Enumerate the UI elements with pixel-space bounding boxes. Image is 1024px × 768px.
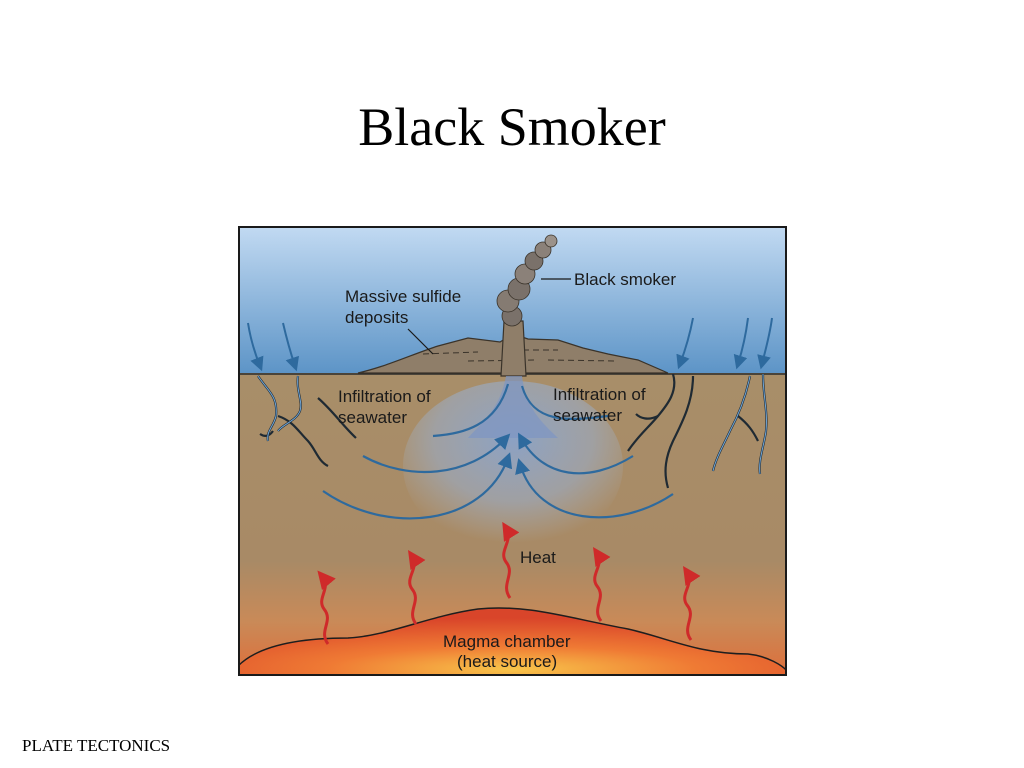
leader-line-sulfide (407, 328, 434, 355)
magma-chamber (238, 607, 787, 676)
seawater-down-arrows (247, 317, 773, 372)
diagram-frame (238, 226, 787, 676)
label-seawater-right: seawater (553, 406, 622, 425)
label-massive-sulfide: Massive sulfide (345, 287, 461, 306)
smoker-chimney (500, 320, 527, 377)
slide-footer: PLATE TECTONICS (22, 736, 171, 755)
heat-arrows (317, 521, 701, 645)
label-infiltration-left: Infiltration of (338, 387, 431, 406)
label-seawater-left: seawater (338, 408, 407, 427)
black-smoke-plume (496, 234, 558, 327)
slide-title: Black Smoker (358, 97, 666, 157)
fractures-left-water (257, 375, 302, 442)
label-infiltration-right: Infiltration of (553, 385, 646, 404)
black-smoker-diagram: Black smoker Massive sulfide deposits In… (238, 226, 787, 676)
circulation-arrows (322, 383, 674, 520)
label-magma-chamber: Magma chamber (443, 632, 571, 651)
label-heat-source: (heat source) (457, 652, 557, 671)
label-black-smoker: Black smoker (574, 270, 676, 289)
label-deposits: deposits (345, 308, 408, 327)
fractures-right-water (712, 373, 767, 475)
label-heat: Heat (520, 548, 556, 567)
